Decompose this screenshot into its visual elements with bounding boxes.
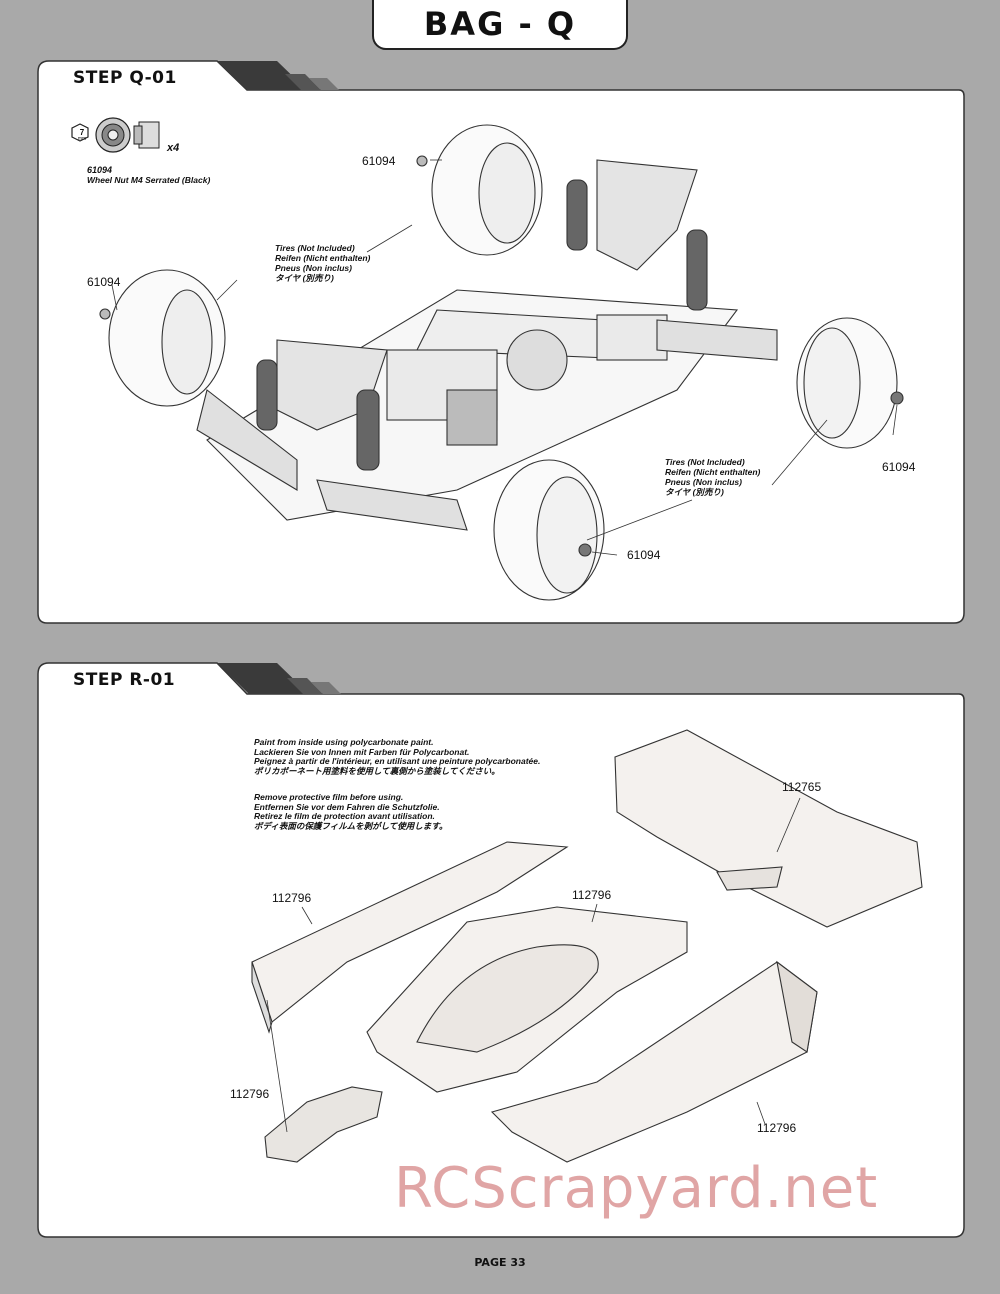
tires-note-line: Reifen (Nicht enthalten) — [275, 253, 371, 263]
tires-note-line: Tires (Not Included) — [665, 457, 745, 467]
callout-112796-body: 112796 — [572, 888, 612, 902]
tool-unit: mm — [77, 136, 87, 142]
callout-112796-nose: 112796 — [230, 1087, 270, 1101]
paint-note-line: Lackieren Sie von Innen mit Farben für P… — [254, 746, 470, 757]
paint-note-line: ポリカボーネート用塗料を使用して裏側から塗装してください。 — [254, 765, 500, 776]
watermark: RCScrapyard.net — [394, 1156, 879, 1221]
tires-note-line: Reifen (Nicht enthalten) — [665, 467, 761, 477]
film-note-line: ボディ表面の保護フィルムを剥がして使用します。 — [254, 820, 448, 831]
paint-note: Paint from inside using polycarbonate pa… — [254, 737, 541, 776]
tires-note-left: Tires (Not Included) Reifen (Nicht entha… — [275, 243, 370, 283]
tires-note-line: タイヤ (別売り) — [665, 487, 724, 497]
tires-note-right: Tires (Not Included) Reifen (Nicht entha… — [665, 457, 760, 497]
step-r-panel: STEP R-01 Paint from inside using polyca… — [37, 662, 965, 1238]
tool-size: 7 — [79, 128, 85, 137]
film-note: Remove protective film before using. Ent… — [254, 792, 448, 831]
hardware-part-name: Wheel Nut M4 Serrated (Black) — [87, 175, 211, 185]
paint-note-line: Peignez à partir de l'intérieur, en util… — [254, 756, 541, 766]
tires-note-line: Pneus (Non inclus) — [275, 263, 352, 273]
callout-61094-rear-left: 61094 — [362, 154, 396, 168]
film-note-line: Retirez le film de protection avant util… — [254, 811, 435, 821]
step-r-label: STEP R-01 — [73, 670, 176, 690]
film-note-line: Entfernen Sie vor dem Fahren die Schutzf… — [254, 801, 440, 812]
step-q-panel: STEP Q-01 7 mm x4 61094 Wheel Nut M4 Ser… — [37, 60, 965, 624]
hardware-part-number: 61094 — [87, 165, 113, 175]
bag-title: BAG - Q — [423, 5, 577, 43]
tires-note-line: タイヤ (別売り) — [275, 273, 334, 283]
callout-61094-rear-right: 61094 — [882, 460, 916, 474]
film-note-line: Remove protective film before using. — [254, 792, 404, 802]
page-number: PAGE 33 — [474, 1256, 526, 1269]
tires-note-line: Tires (Not Included) — [275, 243, 355, 253]
bag-header-tab: BAG - Q — [372, 0, 628, 50]
callout-61094-front-left: 61094 — [87, 275, 121, 289]
paint-note-line: Paint from inside using polycarbonate pa… — [254, 737, 434, 747]
step-q-label: STEP Q-01 — [73, 68, 177, 88]
callout-112796-right-panel: 112796 — [757, 1121, 797, 1135]
callout-61094-front-right: 61094 — [627, 548, 661, 562]
tires-note-line: Pneus (Non inclus) — [665, 477, 742, 487]
callout-112765-wing: 112765 — [782, 780, 822, 794]
hardware-quantity: x4 — [167, 142, 180, 154]
callout-112796-left-panel: 112796 — [272, 891, 312, 905]
